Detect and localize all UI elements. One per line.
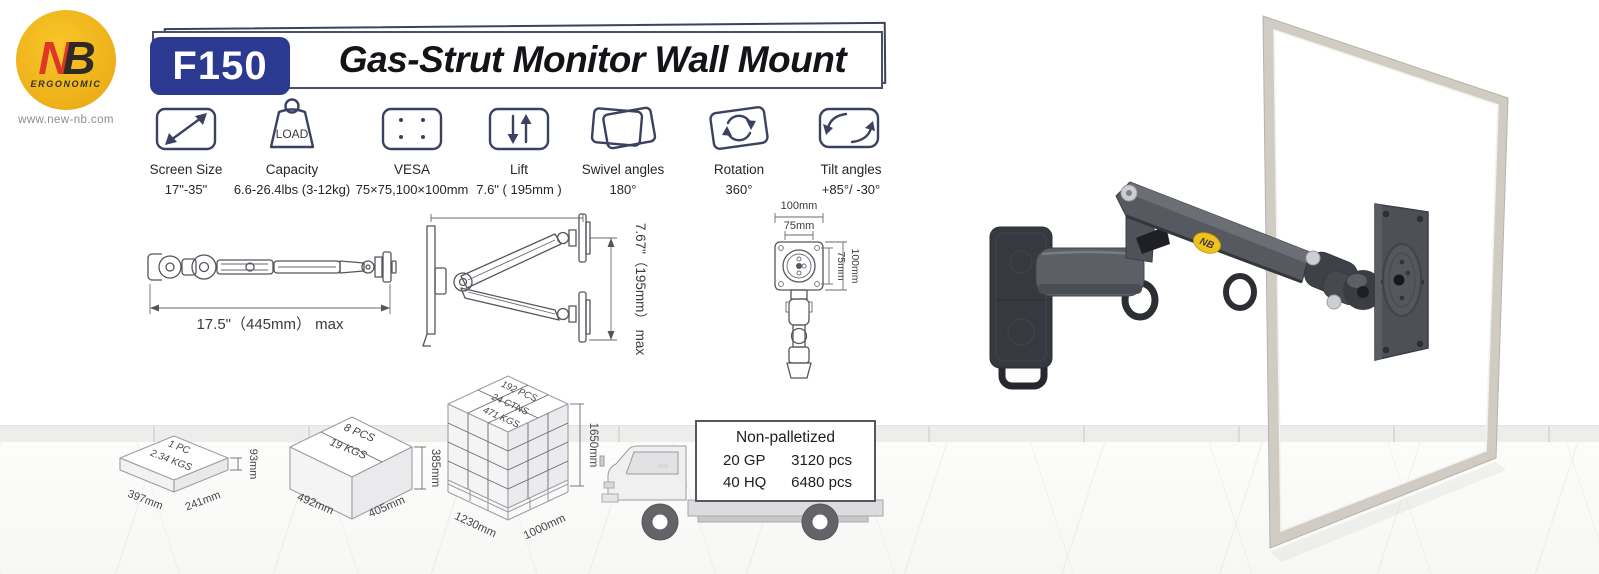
- package-pallet: 192 PCS 24 CTNS 471 KGS 1650mm 1230mm 10…: [447, 375, 599, 542]
- drawing-vesa-front-view: 100mm 75mm 75mm 100mm: [774, 200, 861, 379]
- svg-text:17.5"（445mm） max: 17.5"（445mm） max: [196, 316, 344, 333]
- svg-text:75mm: 75mm: [835, 251, 847, 280]
- top-view-lines: [147, 251, 397, 283]
- wall-mount-arm: NB: [989, 181, 1429, 390]
- pallet-base: [447, 480, 569, 521]
- truck-illustration: [599, 445, 884, 541]
- glass-panel-frame: [1262, 15, 1509, 562]
- lift-icon: [429, 97, 609, 155]
- side-view-dimension: 7.67"（195mm） max: [430, 214, 648, 356]
- spec-label: Swivel angles: [581, 162, 665, 177]
- spec-label: VESA: [393, 162, 431, 177]
- svg-text:7.67"（195mm） max: 7.67"（195mm） max: [633, 223, 648, 356]
- capacity-icon: LOAD: [202, 97, 382, 155]
- spec-rotation: Rotation 360°: [649, 97, 829, 197]
- spec-value: 7.6" ( 195mm ): [476, 182, 562, 197]
- drawing-arm-side-view: 7.67"（195mm） max: [422, 213, 648, 356]
- truck-body: [599, 445, 884, 523]
- spec-capacity: LOAD Capacity 6.6-26.4lbs (3-12kg): [202, 97, 382, 197]
- model-number: F150: [172, 43, 268, 88]
- pallet-stack: [447, 375, 569, 509]
- rotation-icon: [649, 97, 829, 155]
- spec-value: 75×75,100×100mm: [355, 182, 469, 197]
- brand-tagline: ERGONOMIC: [30, 78, 102, 89]
- side-view-lines: [422, 213, 591, 347]
- swivel-icon: [533, 97, 713, 155]
- svg-text:1650mm: 1650mm: [587, 423, 599, 468]
- svg-text:241mm: 241mm: [184, 489, 223, 513]
- wall-plate: [989, 226, 1053, 369]
- spec-tilt: Tilt angles +85°/ -30°: [761, 97, 941, 197]
- vesa-plate: [1374, 203, 1429, 361]
- drawing-arm-top-view: 17.5"（445mm） max: [147, 251, 397, 333]
- shipping-row-40hq: 40 HQ 6480 pcs: [697, 474, 874, 491]
- spec-value: +85°/ -30°: [821, 182, 881, 197]
- package-master-carton: 8 PCS 19 KGS 385mm 492mm 405mm: [289, 416, 441, 520]
- spec-value: 360°: [725, 182, 753, 197]
- spec-screen-size: Screen Size 17"-35": [96, 97, 276, 197]
- brand-logo-letters: N B: [38, 31, 96, 84]
- cable-hook-beam: [1223, 273, 1257, 311]
- top-view-dimension: 17.5"（445mm） max: [149, 284, 391, 333]
- front-view-arm-below: [785, 289, 813, 379]
- package-single-box: 1 PC 2.34 KGS 93mm 397mm 241mm: [119, 435, 258, 513]
- model-badge: F150: [150, 37, 290, 95]
- spec-value: 17"-35": [164, 182, 208, 197]
- front-view-plate: [774, 241, 824, 291]
- svg-text:LOAD: LOAD: [276, 127, 309, 141]
- svg-text:100mm: 100mm: [781, 200, 818, 212]
- svg-text:93mm: 93mm: [247, 449, 258, 480]
- container-type: 40 HQ: [723, 474, 767, 491]
- elbow-screw-top: [1305, 250, 1321, 266]
- truck-wheels: [641, 503, 839, 541]
- svg-text:NB: NB: [1198, 236, 1216, 252]
- front-view-dimensions-top: 100mm 75mm: [774, 200, 824, 240]
- website-url: www.new-nb.com: [18, 114, 114, 126]
- svg-text:100mm: 100mm: [849, 248, 861, 283]
- svg-text:1000mm: 1000mm: [522, 512, 568, 542]
- spec-vesa: VESA 75×75,100×100mm: [322, 97, 502, 197]
- spec-swivel: Swivel angles 180°: [533, 97, 713, 197]
- spec-label: Capacity: [265, 162, 319, 177]
- screen-size-icon: [96, 97, 276, 155]
- front-view-dimensions-right: 75mm 100mm: [821, 241, 861, 291]
- shipping-row-20gp: 20 GP 3120 pcs: [697, 452, 874, 469]
- container-qty: 3120 pcs: [791, 452, 852, 469]
- shipping-info-box: Non-palletized 20 GP 3120 pcs 40 HQ 6480…: [695, 420, 876, 502]
- spec-lift: Lift 7.6" ( 195mm ): [429, 97, 609, 197]
- spec-value: 6.6-26.4lbs (3-12kg): [233, 182, 351, 197]
- container-type: 20 GP: [723, 452, 766, 469]
- nb-arm-logo: NB: [1193, 232, 1221, 254]
- container-qty: 6480 pcs: [791, 474, 852, 491]
- spec-label: Rotation: [713, 162, 765, 177]
- svg-text:397mm: 397mm: [126, 488, 165, 512]
- svg-text:1230mm: 1230mm: [452, 510, 498, 540]
- elbow-screw-bottom: [1326, 294, 1342, 310]
- vesa-icon: [322, 97, 502, 155]
- spec-value: 180°: [609, 182, 637, 197]
- tilt-icon: [761, 97, 941, 155]
- spec-label: Screen Size: [149, 162, 223, 177]
- logo-letter-n: N: [38, 31, 71, 84]
- svg-text:385mm: 385mm: [429, 449, 441, 487]
- svg-text:75mm: 75mm: [784, 220, 815, 232]
- product-photo: NB: [989, 15, 1509, 562]
- spec-label: Lift: [509, 162, 528, 177]
- shipping-title: Non-palletized: [735, 429, 836, 446]
- brand-logo: N B ERGONOMIC: [16, 10, 116, 110]
- product-title: Gas-Strut Monitor Wall Mount: [338, 39, 847, 80]
- logo-letter-b: B: [62, 31, 96, 84]
- spec-label: Tilt angles: [820, 162, 882, 177]
